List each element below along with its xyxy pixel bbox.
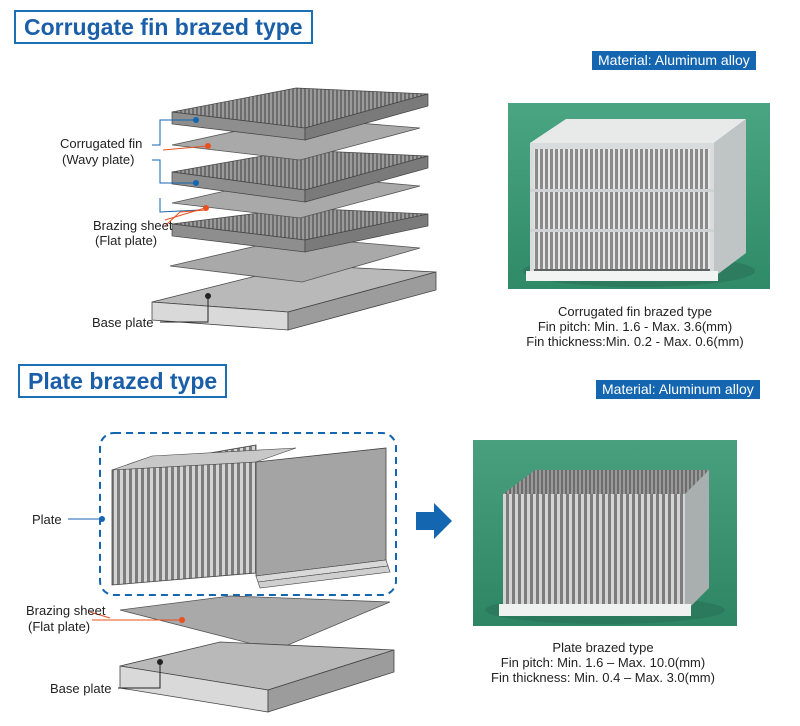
caption2-line1: Plate brazed type: [552, 640, 654, 655]
sheet-marker-2: [203, 205, 209, 211]
corrugate-fin-title: Corrugate fin brazed type: [14, 10, 313, 44]
sheet-marker-3: [179, 617, 185, 623]
material-badge-2: Material: Aluminum alloy: [596, 380, 760, 399]
corrugated-fin-label: Corrugated fin: [60, 136, 143, 151]
leader-lines-1: [152, 119, 209, 323]
brazing-sheet-3: [169, 236, 421, 283]
base-plate-1: [151, 264, 437, 331]
fin-marker-2: [193, 180, 199, 186]
corrugated-fin-3: [171, 207, 429, 253]
base-plate-2: [119, 641, 395, 713]
plate-brazed-title: Plate brazed type: [18, 364, 228, 398]
sheet-marker-1: [205, 143, 211, 149]
fin-marker-1: [193, 117, 199, 123]
brazing-sheet-plate: [119, 595, 391, 651]
brazing-sheet-label: Brazing sheet: [93, 218, 173, 233]
caption2-line2: Fin pitch: Min. 1.6 – Max. 10.0(mm): [500, 655, 706, 670]
caption2-line3: Fin thickness: Min. 0.4 – Max. 3.0(mm): [491, 670, 715, 685]
brazing-sheet-sublabel: (Flat plate): [95, 233, 158, 248]
corrugated-fin-sublabel: (Wavy plate): [62, 152, 135, 167]
arrow-right-icon: [416, 503, 452, 539]
plate-marker: [99, 516, 105, 522]
material-badge-1: Material: Aluminum alloy: [592, 51, 756, 70]
plate-dashed-box: [99, 432, 397, 596]
caption1-line1: Corrugated fin brazed type: [558, 304, 712, 319]
plate-brazed-photo: [473, 440, 737, 626]
caption1-line2: Fin pitch: Min. 1.6 - Max. 3.6(mm): [537, 319, 733, 334]
base-plate-label: Base plate: [92, 315, 154, 330]
corrugate-fin-photo: [508, 103, 770, 289]
base-marker-2: [157, 659, 163, 665]
base-marker-1: [205, 293, 211, 299]
corrugated-fin-2: [171, 149, 429, 203]
brazing-sheet-label-2: Brazing sheet: [26, 603, 106, 618]
plate-stack: [111, 444, 391, 589]
caption1-line3: Fin thickness:Min. 0.2 - Max. 0.6(mm): [526, 334, 744, 349]
plate-label: Plate: [32, 512, 62, 527]
base-plate-label-2: Base plate: [50, 681, 112, 696]
corrugated-fin-1: [171, 87, 429, 141]
leader-lines-2: [68, 518, 182, 689]
brazing-sheet-sublabel-2: (Flat plate): [28, 619, 91, 634]
